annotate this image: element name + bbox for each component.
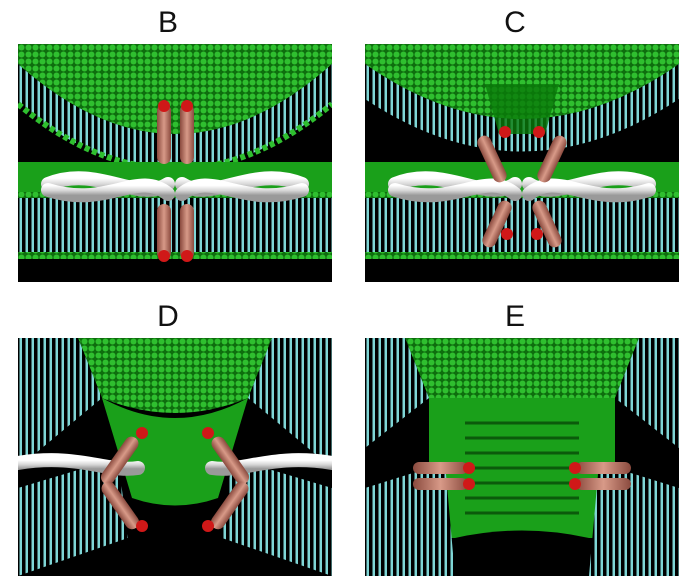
panel-b-docked [18, 44, 332, 282]
panel-d-illustration [18, 338, 332, 576]
panel-d-hemifusion [18, 338, 332, 576]
panel-b-illustration [18, 44, 332, 282]
panel-e-fusion-pore [365, 338, 679, 576]
panel-label-e: E [485, 300, 545, 334]
panel-label-c: C [485, 6, 545, 40]
panel-label-d: D [138, 300, 198, 334]
panel-label-b: B [138, 6, 198, 40]
panel-e-illustration [365, 338, 679, 576]
panel-c-illustration [365, 44, 679, 282]
panel-c-stalk [365, 44, 679, 282]
